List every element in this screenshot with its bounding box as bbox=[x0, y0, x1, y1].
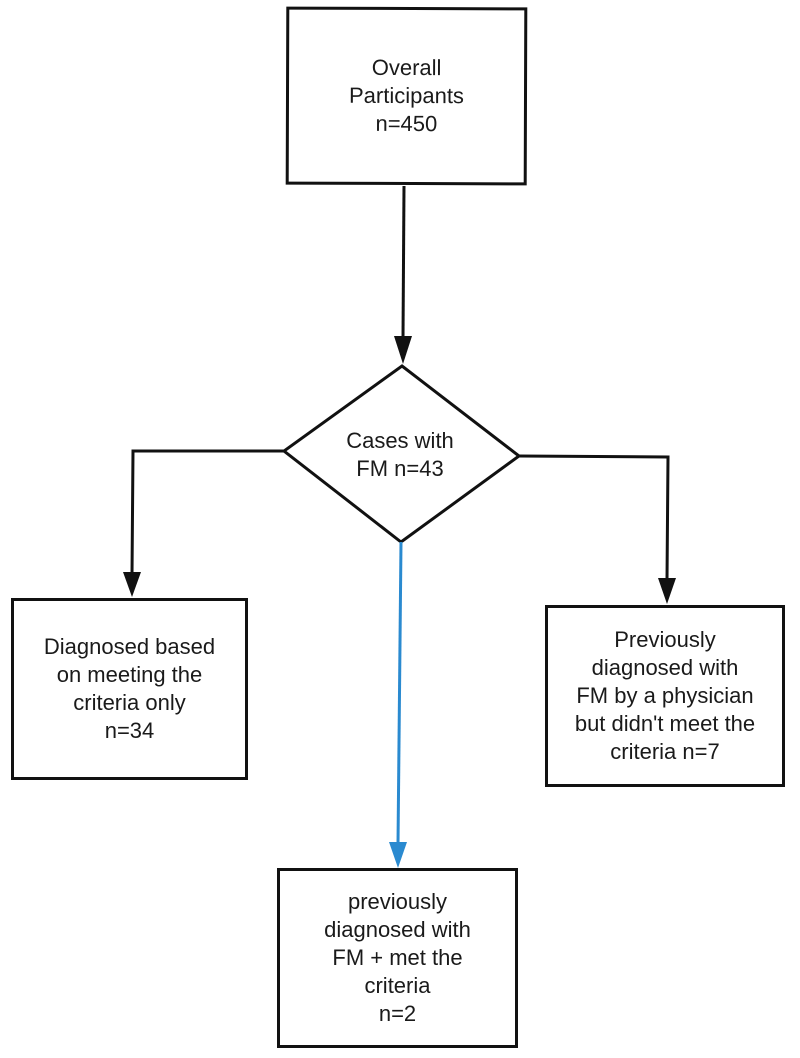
node-text: on meeting the bbox=[56, 662, 203, 687]
node-text: previously bbox=[347, 889, 448, 914]
node-text: Diagnosed based bbox=[43, 634, 216, 659]
node-text: criteria n=7 bbox=[610, 739, 720, 764]
node-text: FM n=43 bbox=[356, 456, 444, 481]
node-physician-no-criteria: Previously diagnosed with FM by a physic… bbox=[545, 605, 785, 787]
edge-cases-to-criteria-only bbox=[123, 449, 284, 597]
edge-cases-to-physician-no-criteria bbox=[518, 454, 676, 604]
arrowhead-icon bbox=[394, 336, 412, 364]
node-diagnosed-criteria-only: Diagnosed based on meeting the criteria … bbox=[11, 598, 248, 780]
node-cases-with-fm: Cases with FM n=43 bbox=[300, 420, 500, 490]
node-text: FM by a physician bbox=[576, 683, 754, 708]
node-text: FM + met the bbox=[332, 945, 463, 970]
node-text: diagnosed with bbox=[324, 917, 471, 942]
node-text: diagnosed with bbox=[591, 655, 739, 680]
node-text: n=450 bbox=[375, 110, 438, 137]
edge-overall-to-cases bbox=[394, 185, 412, 364]
arrowhead-icon bbox=[389, 842, 407, 868]
node-text: n=34 bbox=[104, 718, 155, 743]
node-physician-and-criteria: previously diagnosed with FM + met the c… bbox=[277, 868, 518, 1048]
node-text: criteria bbox=[364, 973, 431, 998]
arrowhead-icon bbox=[658, 578, 676, 604]
node-overall-participants: Overall Participants n=450 bbox=[285, 6, 528, 186]
node-text: but didn't meet the bbox=[574, 711, 756, 736]
node-text: Overall bbox=[371, 54, 442, 81]
node-text: Previously bbox=[614, 627, 716, 652]
node-text: Participants bbox=[348, 82, 465, 109]
node-text: Cases with bbox=[346, 428, 454, 453]
edge-cases-to-physician-and-criteria bbox=[389, 541, 407, 868]
node-text: n=2 bbox=[378, 1001, 417, 1026]
arrowhead-icon bbox=[123, 572, 141, 597]
node-text: criteria only bbox=[73, 690, 186, 715]
